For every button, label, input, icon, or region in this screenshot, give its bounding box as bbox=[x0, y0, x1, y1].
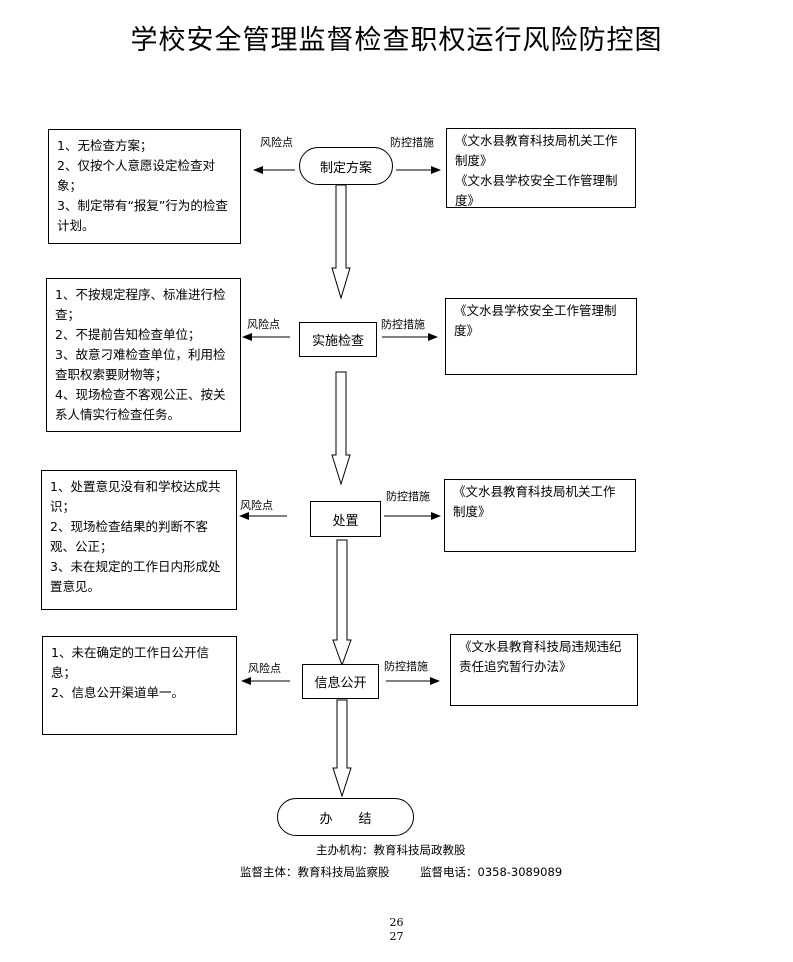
risk-item: 2、不提前告知检查单位； bbox=[55, 327, 201, 342]
risk-label-2: 风险点 bbox=[247, 318, 280, 331]
measure-label-1: 防控措施 bbox=[390, 136, 434, 149]
measure-box-4: 《文水县教育科技局违规违纪责任追究暂行办法》 bbox=[450, 634, 638, 706]
risk-item: 3、未在规定的工作日内形成处置意见。 bbox=[50, 559, 221, 594]
step-disposal: 处置 bbox=[310, 501, 381, 537]
risk-label-3: 风险点 bbox=[240, 499, 273, 512]
measure-box-1: 《文水县教育科技局机关工作制度》 《文水县学校安全工作管理制度》 bbox=[446, 128, 636, 208]
page-title: 学校安全管理监督检查职权运行风险防控图 bbox=[130, 25, 663, 56]
risk-label-4: 风险点 bbox=[248, 662, 281, 675]
risk-box-4: 1、未在确定的工作日公开信息； 2、信息公开渠道单一。 bbox=[42, 636, 237, 735]
risk-item: 3、故意刁难检查单位，利用检查职权索要财物等； bbox=[55, 347, 226, 382]
risk-box-2: 1、不按规定程序、标准进行检查； 2、不提前告知检查单位； 3、故意刁难检查单位… bbox=[46, 278, 241, 432]
organizer-text: 主办机构：教育科技局政教股 bbox=[316, 843, 466, 857]
page-number: 26 bbox=[389, 916, 404, 929]
measure-label-2: 防控措施 bbox=[381, 318, 425, 331]
measure-item: 《文水县学校安全工作管理制度》 bbox=[455, 173, 618, 208]
measure-label-3: 防控措施 bbox=[386, 490, 430, 503]
measure-label-4: 防控措施 bbox=[384, 660, 428, 673]
risk-item: 2、现场检查结果的判断不客观、公正； bbox=[50, 519, 208, 554]
down-arrow-3 bbox=[332, 539, 352, 667]
risk-item: 1、不按规定程序、标准进行检查； bbox=[55, 287, 226, 322]
measure-item: 《文水县教育科技局机关工作制度》 bbox=[455, 133, 618, 168]
risk-label-1: 风险点 bbox=[260, 136, 293, 149]
measure-item: 《文水县教育科技局违规违纪责任追究暂行办法》 bbox=[459, 639, 622, 674]
step-info-disclosure: 信息公开 bbox=[302, 664, 379, 699]
risk-box-3: 1、处置意见没有和学校达成共识； 2、现场检查结果的判断不客观、公正； 3、未在… bbox=[41, 470, 237, 610]
risk-box-1: 1、无检查方案； 2、仅按个人意愿设定检查对象； 3、制定带有“报复”行为的检查… bbox=[48, 129, 241, 244]
page-number: 27 bbox=[389, 930, 404, 943]
step-conduct-inspection: 实施检查 bbox=[299, 322, 377, 357]
down-arrow-2 bbox=[331, 371, 351, 486]
risk-item: 2、仅按个人意愿设定检查对象； bbox=[57, 158, 215, 193]
down-arrow-1 bbox=[331, 184, 351, 300]
measure-item: 《文水县教育科技局机关工作制度》 bbox=[453, 484, 616, 519]
measure-box-2: 《文水县学校安全工作管理制度》 bbox=[445, 298, 637, 375]
phone-text: 监督电话：0358-3089089 bbox=[420, 865, 563, 879]
measure-box-3: 《文水县教育科技局机关工作制度》 bbox=[444, 479, 636, 552]
measure-item: 《文水县学校安全工作管理制度》 bbox=[454, 303, 617, 338]
risk-item: 1、未在确定的工作日公开信息； bbox=[51, 645, 209, 680]
risk-item: 1、处置意见没有和学校达成共识； bbox=[50, 479, 221, 514]
down-arrow-4 bbox=[332, 699, 352, 798]
risk-item: 1、无检查方案； bbox=[57, 138, 153, 153]
supervisor-text: 监督主体：教育科技局监察股 bbox=[240, 865, 390, 879]
risk-item: 3、制定带有“报复”行为的检查计划。 bbox=[57, 198, 228, 233]
step-make-plan: 制定方案 bbox=[299, 147, 393, 185]
step-complete: 办 结 bbox=[277, 798, 414, 836]
risk-item: 2、信息公开渠道单一。 bbox=[51, 685, 184, 700]
risk-item: 4、现场检查不客观公正、按关系人情实行检查任务。 bbox=[55, 387, 226, 422]
